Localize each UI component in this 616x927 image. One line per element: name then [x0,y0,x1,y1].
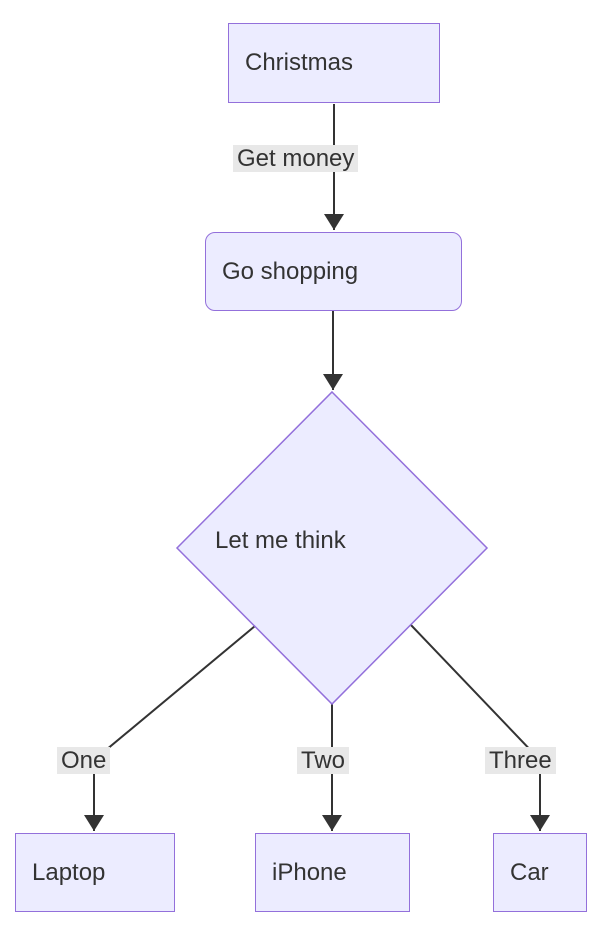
node-laptop: Laptop [15,833,175,912]
node-laptop-label: Laptop [32,858,106,886]
node-car: Car [493,833,587,912]
edge-label-three: Three [485,747,556,774]
node-christmas-label: Christmas [245,49,354,76]
node-go-shopping: Go shopping [205,232,462,311]
edge-label-one: One [57,747,111,774]
edge-let-me-think-to-laptop [84,625,256,831]
edge-let-me-think-to-car [409,623,550,831]
node-christmas: Christmas [228,23,440,103]
node-go-shopping-label: Go shopping [222,257,359,285]
decision-diamond-shape [175,390,489,706]
node-iphone: iPhone [255,833,410,912]
node-iphone-label: iPhone [272,858,347,886]
edge-label-get-money: Get money [233,145,359,172]
node-car-label: Car [510,858,549,886]
edge-label-two: Two [297,747,350,774]
node-let-me-think-label: Let me think [215,527,346,554]
